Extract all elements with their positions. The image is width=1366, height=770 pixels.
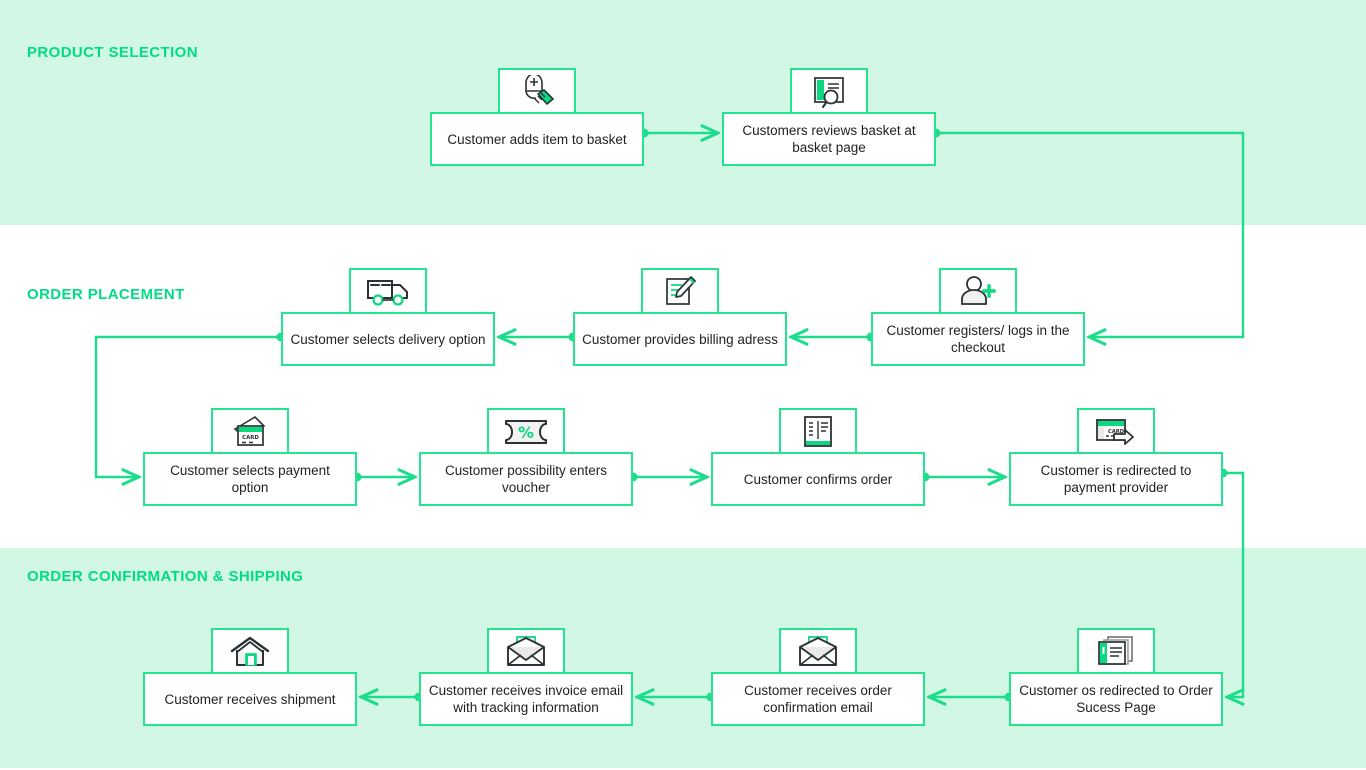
node-icon-tab	[641, 268, 719, 314]
hand-tap-icon	[525, 75, 554, 105]
node-body: Customer adds item to basket	[430, 112, 644, 166]
node-reviews-basket[interactable]: Customers reviews basket at basket page	[722, 68, 936, 210]
node-icon-tab	[779, 408, 857, 454]
pages-stack-icon	[1098, 636, 1133, 665]
node-payment-provider[interactable]: CARD Customer is redirected to payment p…	[1009, 408, 1223, 550]
card-arrow-icon: CARD	[1096, 419, 1134, 445]
node-body: Customer confirms order	[711, 452, 925, 506]
node-body: Customer selects payment option	[143, 452, 357, 506]
node-icon-tab	[349, 268, 427, 314]
node-label: Customer is redirected to payment provid…	[1040, 463, 1192, 495]
node-label: Customer os redirected to Order Sucess P…	[1019, 683, 1213, 715]
node-body: Customer is redirected to payment provid…	[1009, 452, 1223, 506]
node-label: Customer provides billing adress	[582, 331, 778, 347]
node-delivery-option[interactable]: Customer selects delivery option	[281, 268, 495, 410]
node-confirms-order[interactable]: Customer confirms order	[711, 408, 925, 550]
node-icon-tab	[779, 628, 857, 674]
node-label: Customer receives order confirmation ema…	[744, 683, 892, 715]
node-label: Customer possibility enters voucher	[444, 463, 608, 495]
node-body: Customer selects delivery option	[281, 312, 495, 366]
voucher-percent-icon: %	[505, 420, 547, 444]
order-list-icon	[804, 416, 832, 447]
node-label: Customer registers/ logs in the checkout	[886, 323, 1070, 355]
node-body: Customer registers/ logs in the checkout	[871, 312, 1085, 366]
node-icon-tab	[1077, 628, 1155, 674]
user-add-icon	[961, 276, 996, 305]
node-payment-option[interactable]: CARD Customer selects payment option	[143, 408, 357, 550]
node-icon-tab	[498, 68, 576, 114]
node-icon-tab: %	[487, 408, 565, 454]
node-body: Customer provides billing adress	[573, 312, 787, 366]
node-icon-tab	[487, 628, 565, 674]
node-order-success[interactable]: Customer os redirected to Order Sucess P…	[1009, 628, 1223, 770]
node-enters-voucher[interactable]: % Customer possibility enters voucher	[419, 408, 633, 550]
svg-text:CARD: CARD	[1108, 429, 1125, 435]
credit-card-icon: CARD	[233, 415, 266, 446]
section-title-product-selection: PRODUCT SELECTION	[27, 44, 198, 61]
section-title-order-confirmation: ORDER CONFIRMATION & SHIPPING	[27, 568, 304, 585]
node-body: Customer os redirected to Order Sucess P…	[1009, 672, 1223, 726]
node-body: Customer receives invoice email with tra…	[419, 672, 633, 726]
svg-text:CARD: CARD	[242, 435, 259, 441]
node-icon-tab: CARD	[1077, 408, 1155, 454]
node-registers-logs-in[interactable]: Customer registers/ logs in the checkout	[871, 268, 1085, 410]
document-search-icon	[814, 77, 844, 108]
section-band-product-selection	[0, 0, 1366, 225]
envelope-mail-icon	[507, 636, 545, 666]
node-billing-address[interactable]: Customer provides billing adress	[573, 268, 787, 410]
node-label: Customer confirms order	[743, 471, 893, 487]
delivery-van-icon	[367, 280, 408, 306]
node-label: Customer receives invoice email with tra…	[428, 683, 624, 715]
node-adds-item[interactable]: Customer adds item to basket	[430, 68, 644, 210]
svg-text:%: %	[518, 423, 534, 442]
node-label: Customer adds item to basket	[447, 131, 627, 147]
node-body: Customer possibility enters voucher	[419, 452, 633, 506]
node-body: Customer receives order confirmation ema…	[711, 672, 925, 726]
node-invoice-email[interactable]: Customer receives invoice email with tra…	[419, 628, 633, 770]
node-body: Customers reviews basket at basket page	[722, 112, 936, 166]
node-icon-tab: CARD	[211, 408, 289, 454]
node-label: Customer selects payment option	[170, 463, 330, 495]
node-icon-tab	[939, 268, 1017, 314]
node-body: Customer receives shipment	[143, 672, 357, 726]
node-receives-shipment[interactable]: Customer receives shipment	[143, 628, 357, 770]
node-label: Customer receives shipment	[164, 691, 336, 707]
node-label: Customers reviews basket at basket page	[742, 123, 916, 155]
notepad-pencil-icon	[666, 276, 696, 305]
section-title-order-placement: ORDER PLACEMENT	[27, 286, 185, 303]
house-icon	[230, 636, 270, 666]
node-icon-tab	[211, 628, 289, 674]
node-confirmation-email[interactable]: Customer receives order confirmation ema…	[711, 628, 925, 770]
envelope-mail-icon	[799, 636, 837, 666]
node-label: Customer selects delivery option	[290, 331, 486, 347]
node-icon-tab	[790, 68, 868, 114]
